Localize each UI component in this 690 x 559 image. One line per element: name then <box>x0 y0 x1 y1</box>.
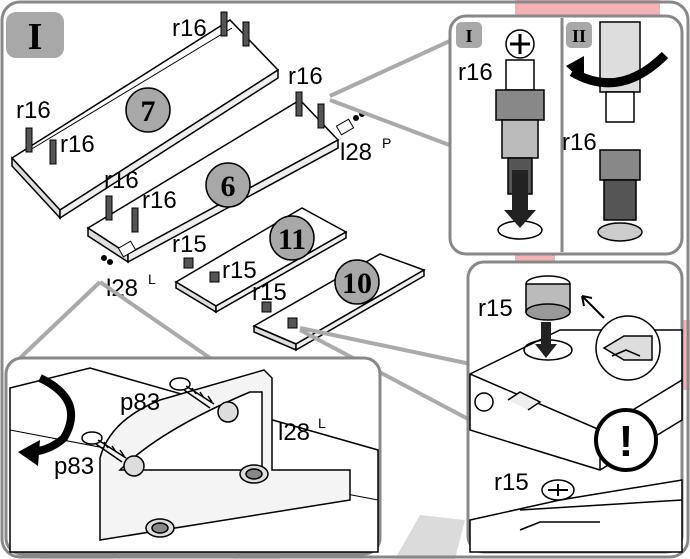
panel-badge-10: 10 <box>334 259 380 305</box>
svg-text:I: I <box>465 26 472 46</box>
panel-badge-6: 6 <box>205 162 251 208</box>
label-r16: r16 <box>16 97 51 124</box>
dowel-r16 <box>25 11 250 165</box>
svg-text:L: L <box>318 415 326 431</box>
svg-text:11: 11 <box>278 223 306 256</box>
label-r16: r16 <box>562 129 597 156</box>
label-r15: r15 <box>494 469 529 496</box>
svg-text:I: I <box>28 16 43 58</box>
label-r16: r16 <box>458 59 493 86</box>
callout-hinge-zoom: p83 p83 l28 L <box>4 356 382 556</box>
hinge-l28l <box>101 240 137 265</box>
label-r16: r16 <box>172 15 207 42</box>
svg-text:II: II <box>572 26 586 46</box>
step-badge: I <box>6 12 64 58</box>
label-l28l: l28 L <box>278 415 326 446</box>
svg-text:P: P <box>382 135 391 151</box>
label-p83: p83 <box>54 453 94 480</box>
svg-text:6: 6 <box>221 170 236 203</box>
label-r15: r15 <box>252 279 287 306</box>
label-r15: r15 <box>478 295 513 322</box>
label-p83: p83 <box>120 389 160 416</box>
panel-badge-7: 7 <box>125 87 171 133</box>
svg-text:L: L <box>148 271 156 287</box>
dowel-r16 <box>105 91 325 233</box>
label-l28l: l28 L <box>106 271 156 302</box>
cam-lock-detail-icon <box>595 315 661 381</box>
screw-rotate-icon <box>27 374 76 456</box>
screw-p83 <box>81 431 127 463</box>
cam-lock-r15 <box>541 479 575 501</box>
svg-text:!: ! <box>619 417 634 466</box>
label-l28p: l28 P <box>340 135 391 166</box>
hinge-l28p <box>335 111 365 136</box>
arrow-down-icon <box>535 322 557 358</box>
arrow-down-icon <box>504 170 536 228</box>
callout-dowel-insert: I II r16 r16 <box>448 14 684 256</box>
svg-text:l28: l28 <box>340 139 372 166</box>
callout-connector <box>18 38 481 422</box>
callout-cam-lock: r15 ! r15 <box>466 260 684 554</box>
screw-p83 <box>169 377 215 409</box>
cam-lock-r15 <box>183 257 220 283</box>
warning-icon: ! <box>594 408 658 472</box>
svg-text:l28: l28 <box>278 419 310 446</box>
label-r16: r16 <box>142 187 177 214</box>
cam-lock-r15 <box>261 301 298 329</box>
svg-text:7: 7 <box>141 95 156 128</box>
label-r16: r16 <box>288 63 323 90</box>
label-r16: r16 <box>60 131 95 158</box>
label-r15: r15 <box>172 231 207 258</box>
panel-badge-11: 11 <box>269 215 315 261</box>
svg-text:10: 10 <box>342 267 372 300</box>
label-r15: r15 <box>222 257 257 284</box>
label-r16: r16 <box>104 167 139 194</box>
